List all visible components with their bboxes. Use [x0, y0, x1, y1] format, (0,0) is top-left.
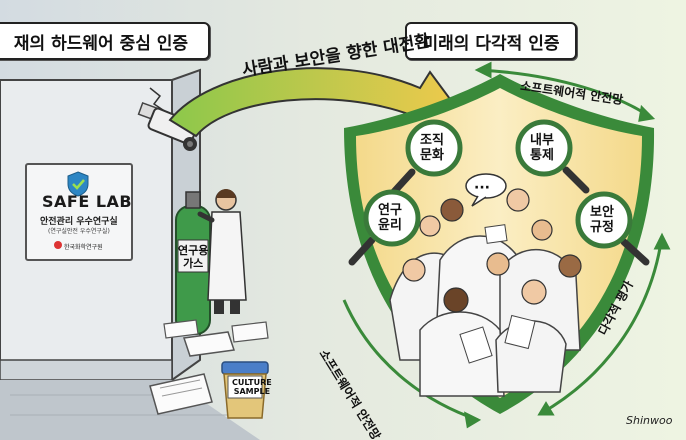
- lens-org-culture-line1: 조직: [420, 133, 444, 148]
- speech-bubble-text: ···: [474, 180, 490, 196]
- lens-org-culture: 조직 문화: [420, 133, 444, 163]
- scattered-papers: [149, 319, 269, 415]
- lens-org-culture-line2: 문화: [420, 148, 444, 163]
- magnifier-security-rules: [575, 191, 650, 266]
- speech-bubble: [465, 173, 507, 207]
- lens-security-rules-line1: 보안: [590, 205, 614, 220]
- artist-signature: Shinwoo: [626, 414, 673, 427]
- gas-label-line1: 연구용: [178, 244, 209, 257]
- sign-subtitle: 안전관리 우수연구실: [40, 217, 118, 227]
- lens-research-ethics-line2: 윤리: [378, 218, 402, 233]
- scientist-left: [197, 189, 247, 314]
- lens-research-ethics: 연구 윤리: [378, 203, 402, 233]
- lens-internal-control-line1: 내부: [530, 133, 554, 148]
- lens-internal-control: 내부 통제: [530, 133, 554, 163]
- sign-org: 한국화학연구원: [64, 244, 103, 251]
- lens-security-rules-line2: 규정: [590, 220, 614, 235]
- sign-subtitle-small: (연구실안전 우수연구실): [48, 228, 110, 235]
- gas-label-line2: 가스: [183, 257, 204, 270]
- right-title: 미래의 다각적 인증: [405, 22, 577, 60]
- jar-label-line2: SAMPLE: [233, 387, 271, 396]
- gas-cylinder: [175, 191, 211, 335]
- jar-label-line1: CULTURE: [232, 378, 272, 387]
- lens-internal-control-line2: 통제: [530, 148, 554, 163]
- lens-security-rules: 보안 규정: [590, 205, 614, 235]
- jar-label: CULTURE SAMPLE: [232, 378, 272, 396]
- culture-jar: [221, 361, 269, 419]
- magnifier-research-ethics: [348, 189, 421, 266]
- magnifier-internal-control: [515, 119, 590, 194]
- scientist-group: [389, 188, 582, 397]
- magnifier-org-culture: [388, 119, 463, 198]
- safe-lab-sign: [25, 163, 133, 261]
- lens-research-ethics-line1: 연구: [378, 203, 402, 218]
- safety-net-arcs: [342, 61, 671, 429]
- sign-title: SAFE LAB: [42, 192, 133, 211]
- left-title: 재의 하드웨어 중심 인증: [0, 22, 210, 60]
- gas-label: 연구용 가스: [178, 244, 208, 270]
